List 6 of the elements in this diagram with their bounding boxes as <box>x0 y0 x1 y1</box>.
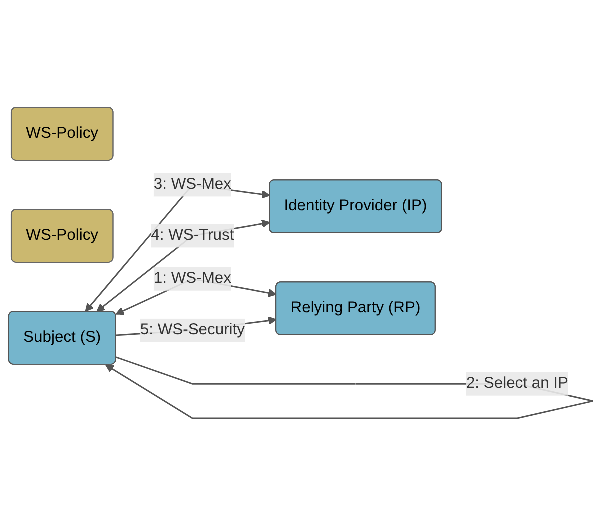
edge-label: 5: WS-Security <box>140 322 245 338</box>
edge-label: 1: WS-Mex <box>154 270 232 287</box>
edge-label: 4: WS-Trust <box>151 227 234 244</box>
arrow <box>96 220 270 312</box>
edge-label: 2: Select an IP <box>466 375 568 392</box>
edge-label: 3: WS-Mex <box>154 176 232 193</box>
